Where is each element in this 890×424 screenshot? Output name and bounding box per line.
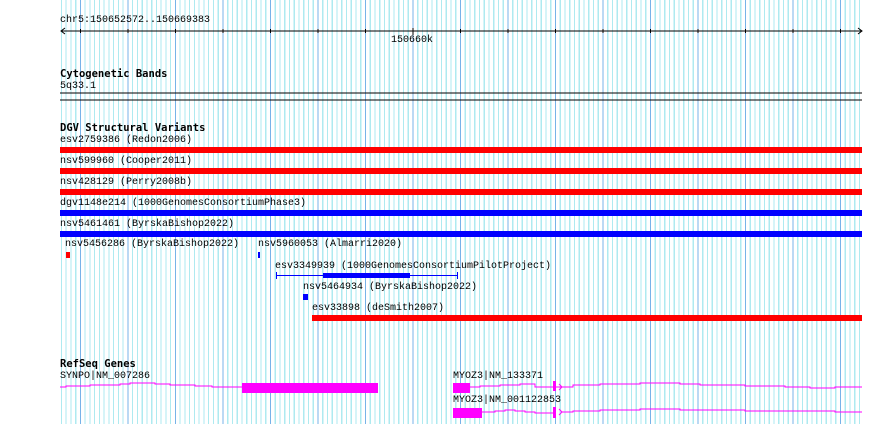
- sv-bar-nsv5960053[interactable]: [258, 252, 260, 258]
- gene-label[interactable]: MYOZ3|NM_001122853: [453, 395, 562, 406]
- sv-label[interactable]: nsv5461461 (ByrskaBishop2022): [60, 219, 235, 230]
- ruler-region-label: chr5:150652572..150669383: [60, 15, 211, 26]
- sv-label[interactable]: esv2759386 (Redon2006): [60, 135, 193, 146]
- sv-label[interactable]: esv33898 (deSmith2007): [312, 303, 445, 314]
- sv-bar-nsv5456286[interactable]: [66, 252, 70, 258]
- sv-label[interactable]: esv3349939 (1000GenomesConsortiumPilotPr…: [275, 261, 552, 272]
- track-title-dgv[interactable]: DGV Structural Variants: [60, 122, 206, 134]
- gene-synpo[interactable]: [60, 382, 378, 393]
- gene-myoz3-nm-001122853[interactable]: [453, 407, 862, 418]
- cytoband-label: 5q33.1: [60, 81, 97, 92]
- sv-bar-3[interactable]: [60, 210, 862, 216]
- sv-label[interactable]: dgv1148e214 (1000GenomesConsortiumPhase3…: [60, 198, 307, 209]
- ruler[interactable]: [60, 27, 863, 35]
- ruler-tick-label: 150660k: [391, 35, 434, 46]
- sv-bar-2[interactable]: [60, 189, 862, 195]
- sv-label[interactable]: nsv5456286 (ByrskaBishop2022): [65, 239, 240, 250]
- sv-bar-esv3349939[interactable]: [276, 272, 458, 279]
- sv-bar-nsv5464934[interactable]: [303, 294, 308, 300]
- sv-bar-0[interactable]: [60, 147, 862, 153]
- sv-label[interactable]: nsv428129 (Perry2008b): [60, 177, 193, 188]
- track-title-refseq[interactable]: RefSeq Genes: [60, 358, 136, 370]
- gene-label[interactable]: MYOZ3|NM_133371: [453, 371, 544, 382]
- sv-label[interactable]: nsv599960 (Cooper2011): [60, 156, 193, 167]
- gene-myoz3-nm-133371[interactable]: [453, 381, 862, 393]
- track-title-cytoband[interactable]: Cytogenetic Bands: [60, 68, 168, 80]
- gene-label[interactable]: SYNPO|NM_007286: [60, 371, 151, 382]
- sv-label[interactable]: nsv5960053 (Almarri2020): [258, 239, 403, 250]
- sv-bar-4[interactable]: [60, 231, 862, 237]
- sv-label[interactable]: nsv5464934 (ByrskaBishop2022): [303, 282, 478, 293]
- sv-bar-esv33898[interactable]: [312, 315, 862, 321]
- sv-bar-1[interactable]: [60, 168, 862, 174]
